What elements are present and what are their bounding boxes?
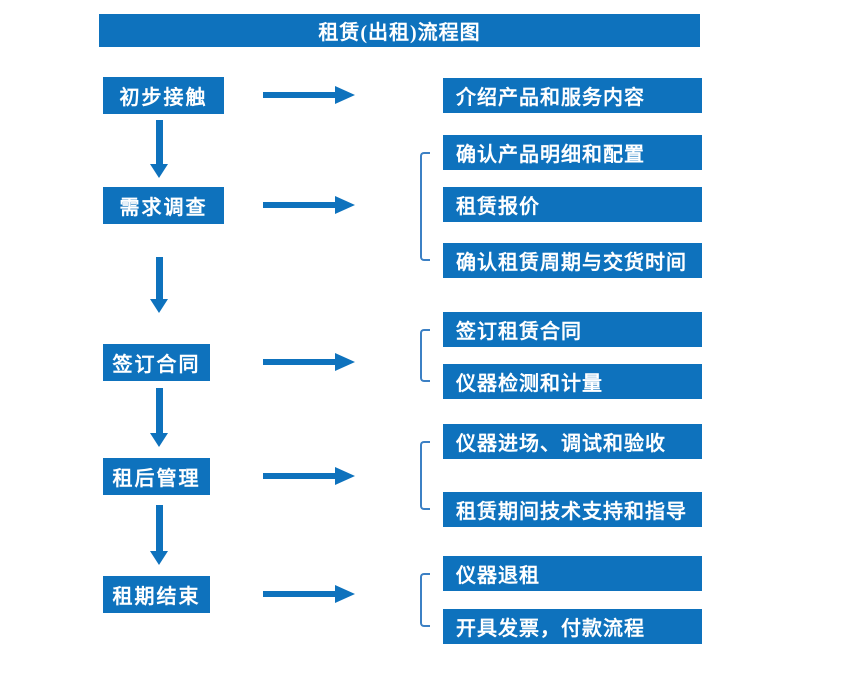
detail-box-tech-support: 租赁期间技术支持和指导	[443, 492, 702, 527]
detail-box-instrument-testing: 仪器检测和计量	[443, 364, 702, 399]
arrow-down-icon	[150, 120, 169, 178]
arrow-head	[150, 164, 168, 178]
group-bracket	[420, 573, 430, 627]
detail-box-sign-rental-contract: 签订租赁合同	[443, 312, 702, 347]
arrow-shaft	[156, 388, 163, 433]
stage-box-initial-contact: 初步接触	[103, 77, 224, 114]
arrow-shaft	[263, 92, 337, 98]
arrow-shaft	[263, 473, 337, 479]
arrow-head	[335, 86, 355, 104]
arrow-right-icon	[263, 196, 355, 214]
arrow-right-icon	[263, 585, 355, 603]
detail-box-instrument-setup: 仪器进场、调试和验收	[443, 424, 702, 459]
detail-box-rental-quote: 租赁报价	[443, 187, 702, 222]
arrow-head	[150, 299, 168, 313]
arrow-right-icon	[263, 86, 355, 104]
arrow-shaft	[263, 591, 337, 597]
group-bracket	[420, 441, 430, 510]
arrow-head	[335, 353, 355, 371]
arrow-down-icon	[150, 388, 169, 447]
arrow-shaft	[156, 505, 163, 551]
detail-box-introduce-products: 介绍产品和服务内容	[443, 78, 702, 113]
arrow-down-icon	[150, 505, 169, 565]
stage-box-rental-end: 租期结束	[103, 576, 210, 613]
detail-box-invoice-payment: 开具发票，付款流程	[443, 609, 702, 644]
detail-box-instrument-return: 仪器退租	[443, 556, 702, 591]
arrow-right-icon	[263, 467, 355, 485]
arrow-head	[335, 585, 355, 603]
stage-box-post-rental-mgmt: 租后管理	[103, 458, 210, 495]
arrow-head	[150, 551, 168, 565]
stage-box-demand-survey: 需求调查	[103, 187, 224, 224]
detail-box-confirm-period: 确认租赁周期与交货时间	[443, 243, 702, 278]
detail-box-confirm-config: 确认产品明细和配置	[443, 135, 702, 170]
stage-box-sign-contract: 签订合同	[103, 344, 210, 381]
arrow-shaft	[156, 257, 163, 299]
arrow-head	[335, 467, 355, 485]
flowchart-title: 租赁(出租)流程图	[99, 14, 700, 47]
arrow-down-icon	[150, 257, 169, 313]
arrow-right-icon	[263, 353, 355, 371]
arrow-head	[150, 433, 168, 447]
group-bracket	[420, 329, 430, 382]
arrow-head	[335, 196, 355, 214]
arrow-shaft	[263, 359, 337, 365]
arrow-shaft	[156, 120, 163, 164]
group-bracket	[420, 152, 430, 261]
arrow-shaft	[263, 202, 337, 208]
